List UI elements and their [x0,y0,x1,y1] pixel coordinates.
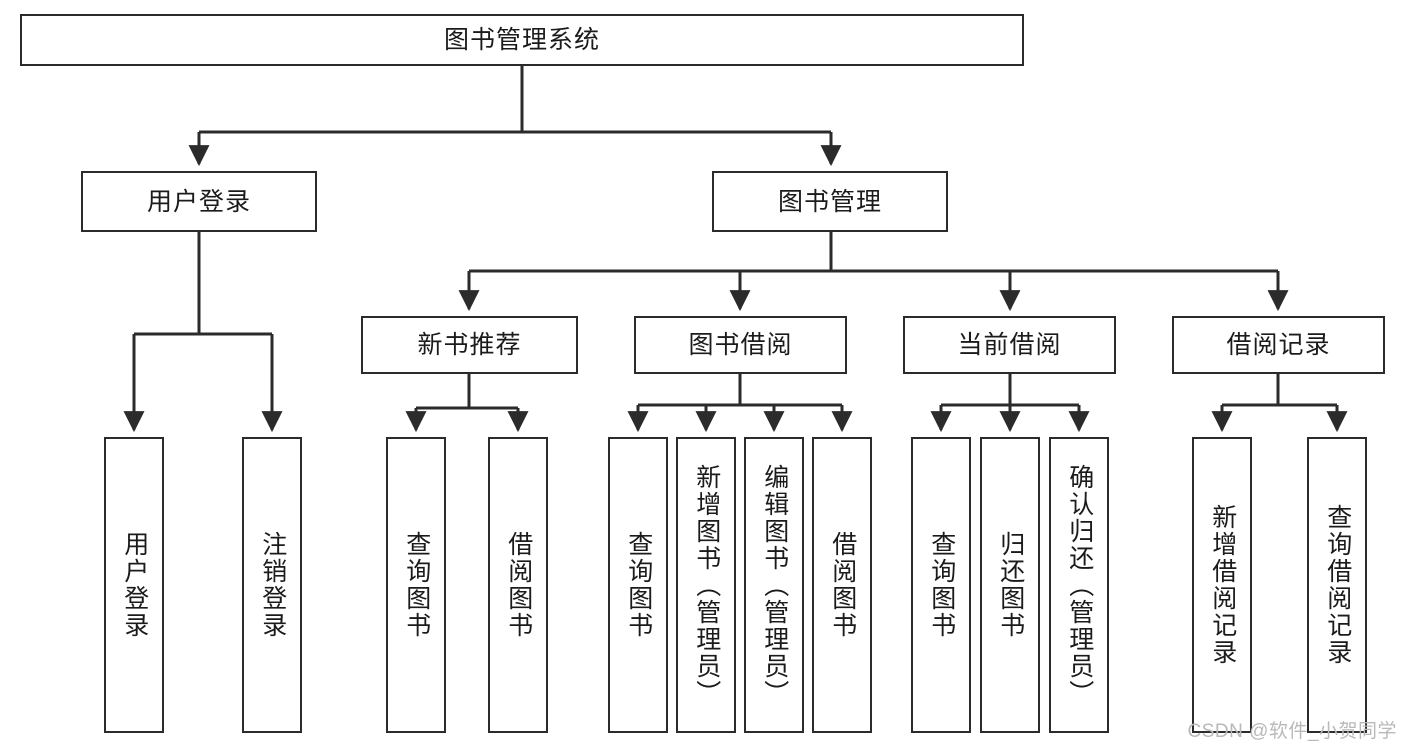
node-leaf-query-record[interactable]: 查询借阅记录 [1307,437,1367,733]
node-leaf-add-record[interactable]: 新增借阅记录 [1192,437,1252,733]
node-leaf-user-login-label: 用户登录 [120,531,149,639]
node-root[interactable]: 图书管理系统 [20,14,1024,66]
node-book-borrow-label: 图书借阅 [688,331,793,359]
node-leaf-query-book-2-label: 查询图书 [624,531,653,639]
node-leaf-return-book-label: 归还图书 [996,531,1025,639]
node-leaf-add-book[interactable]: 新增图书（管理员） [676,437,736,733]
node-leaf-query-book-3-label: 查询图书 [927,531,956,639]
node-leaf-confirm-return[interactable]: 确认归还（管理员） [1049,437,1109,733]
node-book-manage-label: 图书管理 [777,187,882,216]
node-leaf-query-record-label: 查询借阅记录 [1323,504,1352,666]
node-leaf-edit-book-label: 编辑图书（管理员） [760,463,789,707]
node-root-label: 图书管理系统 [443,26,600,54]
node-leaf-add-record-label: 新增借阅记录 [1208,504,1237,666]
node-leaf-borrow-book-2-label: 借阅图书 [828,531,857,639]
node-new-book-recommend-label: 新书推荐 [417,331,522,359]
node-leaf-edit-book[interactable]: 编辑图书（管理员） [744,437,804,733]
node-leaf-query-book-3[interactable]: 查询图书 [911,437,971,733]
node-leaf-confirm-return-label: 确认归还（管理员） [1065,463,1094,707]
node-borrow-record[interactable]: 借阅记录 [1172,316,1385,374]
node-book-manage[interactable]: 图书管理 [712,171,948,232]
node-leaf-logout-login[interactable]: 注销登录 [242,437,302,733]
node-leaf-query-book-1[interactable]: 查询图书 [386,437,446,733]
node-leaf-add-book-label: 新增图书（管理员） [692,463,721,707]
node-leaf-borrow-book-1-label: 借阅图书 [504,531,533,639]
node-book-borrow[interactable]: 图书借阅 [634,316,847,374]
node-leaf-return-book[interactable]: 归还图书 [980,437,1040,733]
node-user-login[interactable]: 用户登录 [81,171,317,232]
node-borrow-record-label: 借阅记录 [1226,331,1331,359]
node-user-login-label: 用户登录 [146,187,251,216]
csdn-watermark: CSDN @软件_小贺同学 [1187,721,1397,742]
node-leaf-user-login[interactable]: 用户登录 [104,437,164,733]
node-current-borrow-label: 当前借阅 [957,331,1062,359]
node-leaf-borrow-book-1[interactable]: 借阅图书 [488,437,548,733]
node-new-book-recommend[interactable]: 新书推荐 [361,316,578,374]
node-leaf-query-book-2[interactable]: 查询图书 [608,437,668,733]
node-leaf-query-book-1-label: 查询图书 [402,531,431,639]
node-leaf-borrow-book-2[interactable]: 借阅图书 [812,437,872,733]
node-leaf-logout-login-label: 注销登录 [258,531,287,639]
node-current-borrow[interactable]: 当前借阅 [903,316,1116,374]
